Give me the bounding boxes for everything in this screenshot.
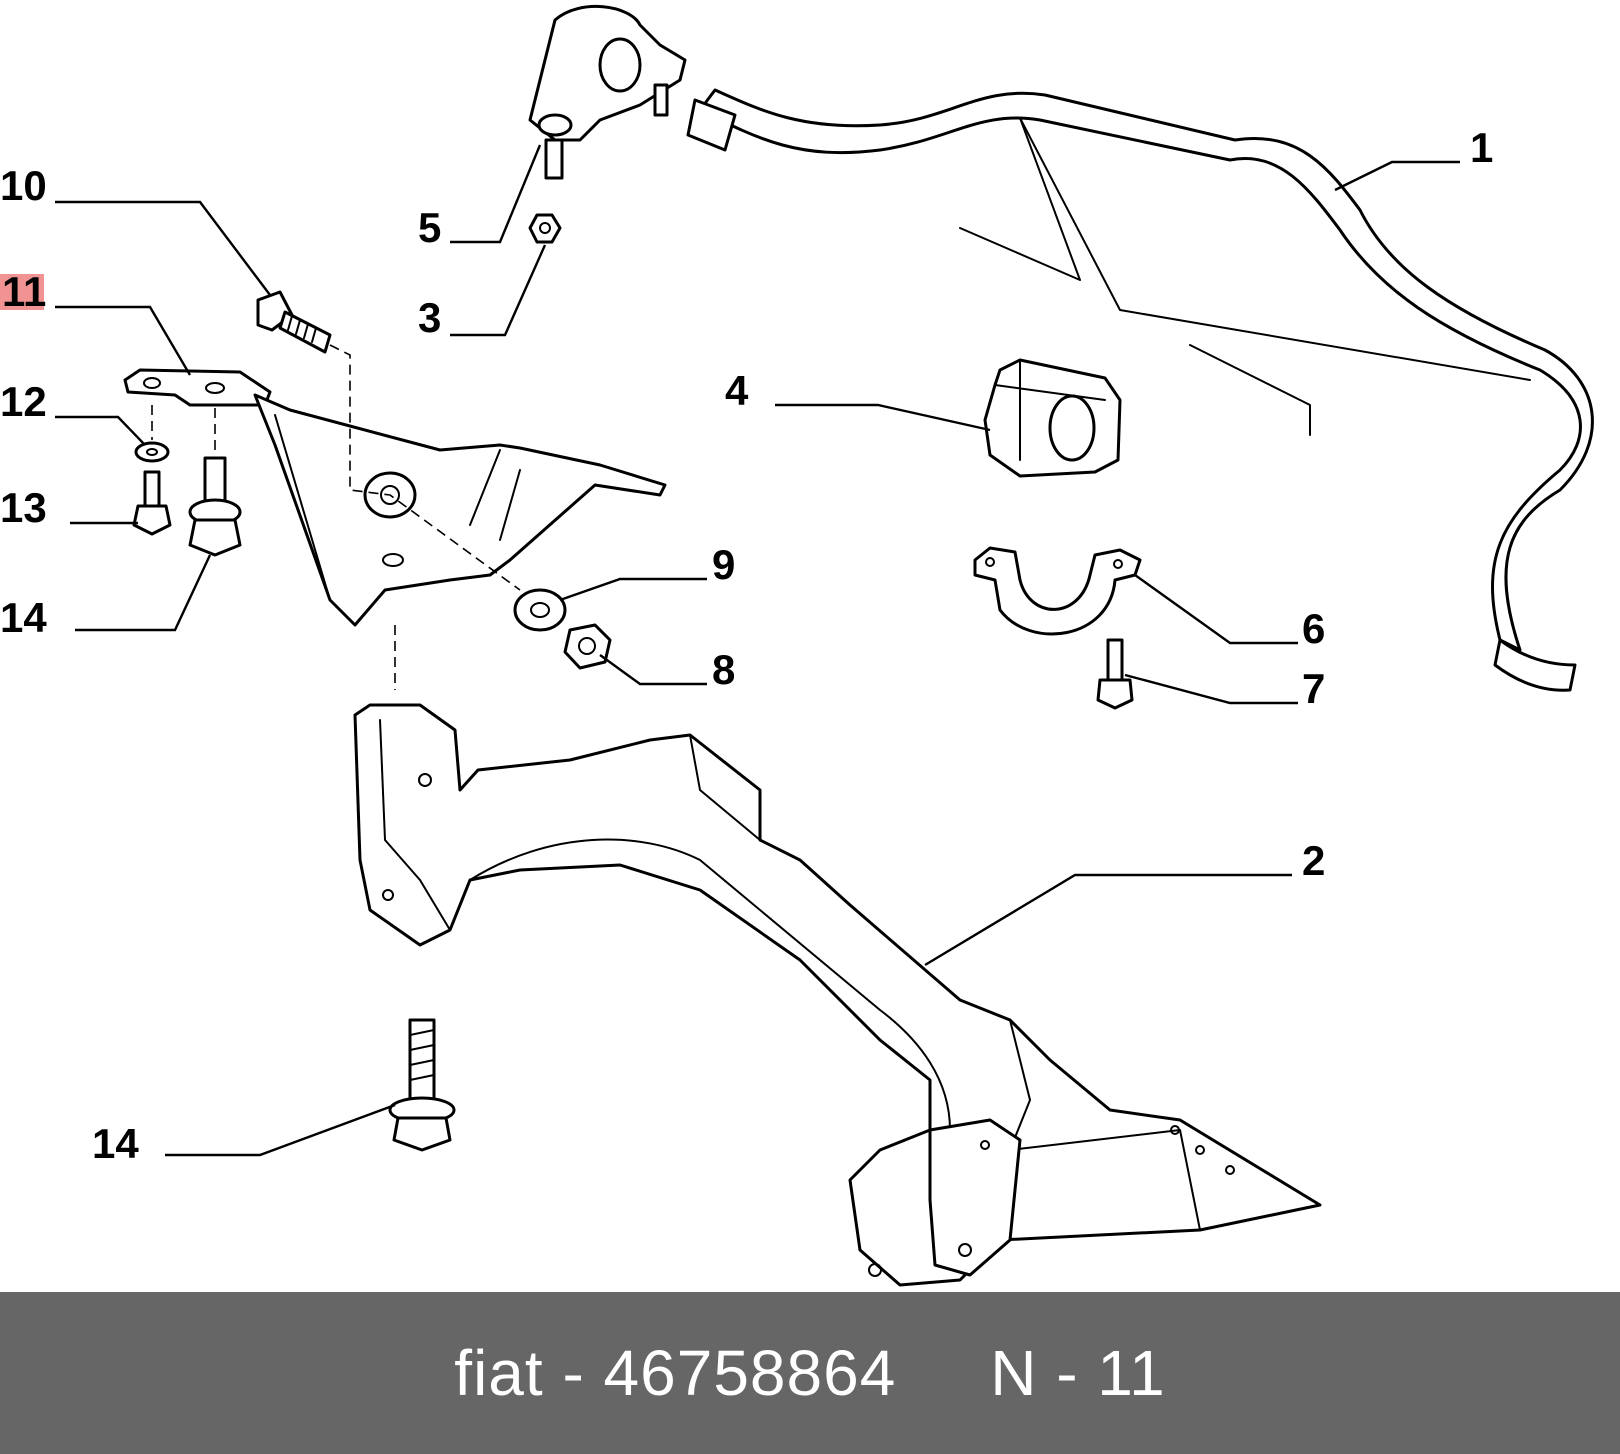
- callout-8: 8: [712, 646, 735, 693]
- caption-bar: fiat - 46758864 N - 11: [0, 1292, 1620, 1454]
- exploded-parts-diagram: 1 2 3 4 5 6 7 8 9 10 11 12 13 14 14: [0, 4, 1594, 1287]
- alignment-lines: [151, 344, 521, 690]
- callout-3: 3: [418, 294, 441, 341]
- callout-6: 6: [1302, 605, 1325, 652]
- callout-2: 2: [1302, 837, 1325, 884]
- stabilizer-bracket: [528, 4, 687, 180]
- callout-14-top: 14: [0, 594, 47, 641]
- position-label: N - 11: [990, 1337, 1166, 1409]
- callout-12: 12: [0, 378, 47, 425]
- part-number: 46758864: [603, 1337, 897, 1409]
- construction-lines: [959, 117, 1531, 436]
- callout-13: 13: [0, 484, 47, 531]
- callout-4: 4: [725, 367, 749, 414]
- nut-3: [528, 213, 562, 244]
- mounting-bracket: [123, 368, 667, 627]
- bolt-14-upper: [188, 456, 242, 557]
- bolt-7: [1096, 638, 1134, 710]
- callout-10: 10: [0, 162, 47, 209]
- callout-1: 1: [1470, 124, 1493, 171]
- screw-10: [256, 290, 332, 354]
- nut-8: [563, 623, 612, 670]
- callout-highlight: [0, 274, 44, 310]
- washer-12: [134, 441, 170, 463]
- washer-9: [513, 588, 567, 632]
- caption-gap: [896, 1337, 990, 1409]
- bushing: [983, 358, 1122, 478]
- callout-7: 7: [1302, 665, 1325, 712]
- clamp: [973, 546, 1142, 636]
- brand-name: fiat: [454, 1337, 544, 1409]
- bolt-13: [132, 470, 172, 536]
- caption-text: fiat - 46758864 N - 11: [454, 1336, 1165, 1410]
- callouts: 1 2 3 4 5 6 7 8 9 10 11 12 13 14 14: [0, 124, 1493, 1167]
- bolt-14-lower: [388, 1018, 456, 1152]
- callout-5: 5: [418, 204, 441, 251]
- callout-11: 11: [2, 268, 46, 315]
- leader-lines: [55, 144, 1460, 1157]
- callout-9: 9: [712, 541, 735, 588]
- caption-separator: -: [543, 1337, 604, 1409]
- subframe: [353, 703, 1322, 1287]
- stabilizer-bar: [686, 88, 1594, 692]
- callout-14-bottom: 14: [92, 1120, 139, 1167]
